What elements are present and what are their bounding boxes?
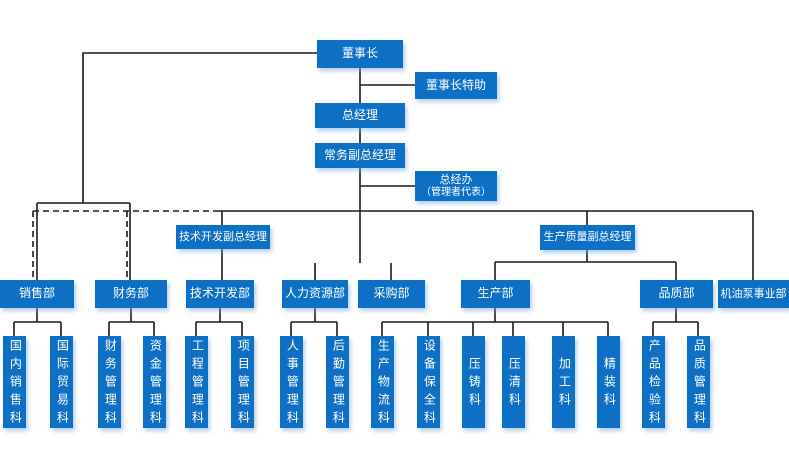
- node-prod-quality-deputy-gm: 生产质量副总经理: [540, 225, 635, 250]
- node-general-manager: 总经理: [315, 103, 405, 128]
- connector-lines-dashed: [32, 210, 219, 280]
- gm-office-line1: 总经办: [439, 173, 473, 186]
- node-section-personnel-mgmt: 人事管理科: [280, 336, 303, 429]
- node-dept-sales: 销售部: [0, 280, 74, 308]
- node-section-die-casting: 压铸科: [462, 336, 485, 428]
- node-section-project-mgmt: 项目管理科: [231, 336, 254, 429]
- connector-lines-solid: [13, 52, 754, 336]
- node-section-fine-assembly: 精装科: [597, 336, 620, 428]
- node-executive-deputy-gm: 常务副总经理: [315, 143, 405, 168]
- node-chairman: 董事长: [317, 40, 403, 68]
- node-section-fund-mgmt: 资金管理科: [143, 336, 166, 429]
- node-dept-finance: 财务部: [95, 280, 167, 308]
- node-section-machining: 加工科: [552, 336, 575, 428]
- node-section-equipment-maintenance: 设备保全科: [417, 336, 440, 429]
- node-section-domestic-sales: 国内销售科: [3, 336, 26, 429]
- node-dept-quality: 品质部: [640, 280, 713, 308]
- node-dept-production: 生产部: [461, 280, 530, 308]
- node-section-product-inspection: 产品检验科: [642, 336, 665, 429]
- node-section-logistics-mgmt: 后勤管理科: [326, 336, 349, 429]
- node-tech-dev-deputy-gm: 技术开发副总经理: [176, 225, 270, 249]
- node-section-finance-mgmt: 财务管理科: [98, 336, 121, 429]
- node-gm-office: 总经办 （管理者代表）: [415, 171, 497, 201]
- node-dept-hr: 人力资源部: [282, 280, 348, 308]
- gm-office-line2: （管理者代表）: [421, 186, 491, 198]
- node-dept-oil-pump: 机油泵事业部: [718, 280, 789, 308]
- node-dept-tech-dev: 技术开发部: [186, 280, 254, 308]
- node-section-quality-mgmt: 品质管理科: [687, 336, 710, 429]
- node-chairman-assistant: 董事长特助: [415, 72, 497, 99]
- node-section-production-logistics: 生产物流科: [371, 336, 394, 429]
- node-section-engineering-mgmt: 工程管理科: [185, 336, 208, 429]
- node-dept-procurement: 采购部: [358, 280, 425, 308]
- node-section-press-cleaning: 压清科: [502, 336, 525, 428]
- node-section-intl-trade: 国际贸易科: [50, 336, 73, 429]
